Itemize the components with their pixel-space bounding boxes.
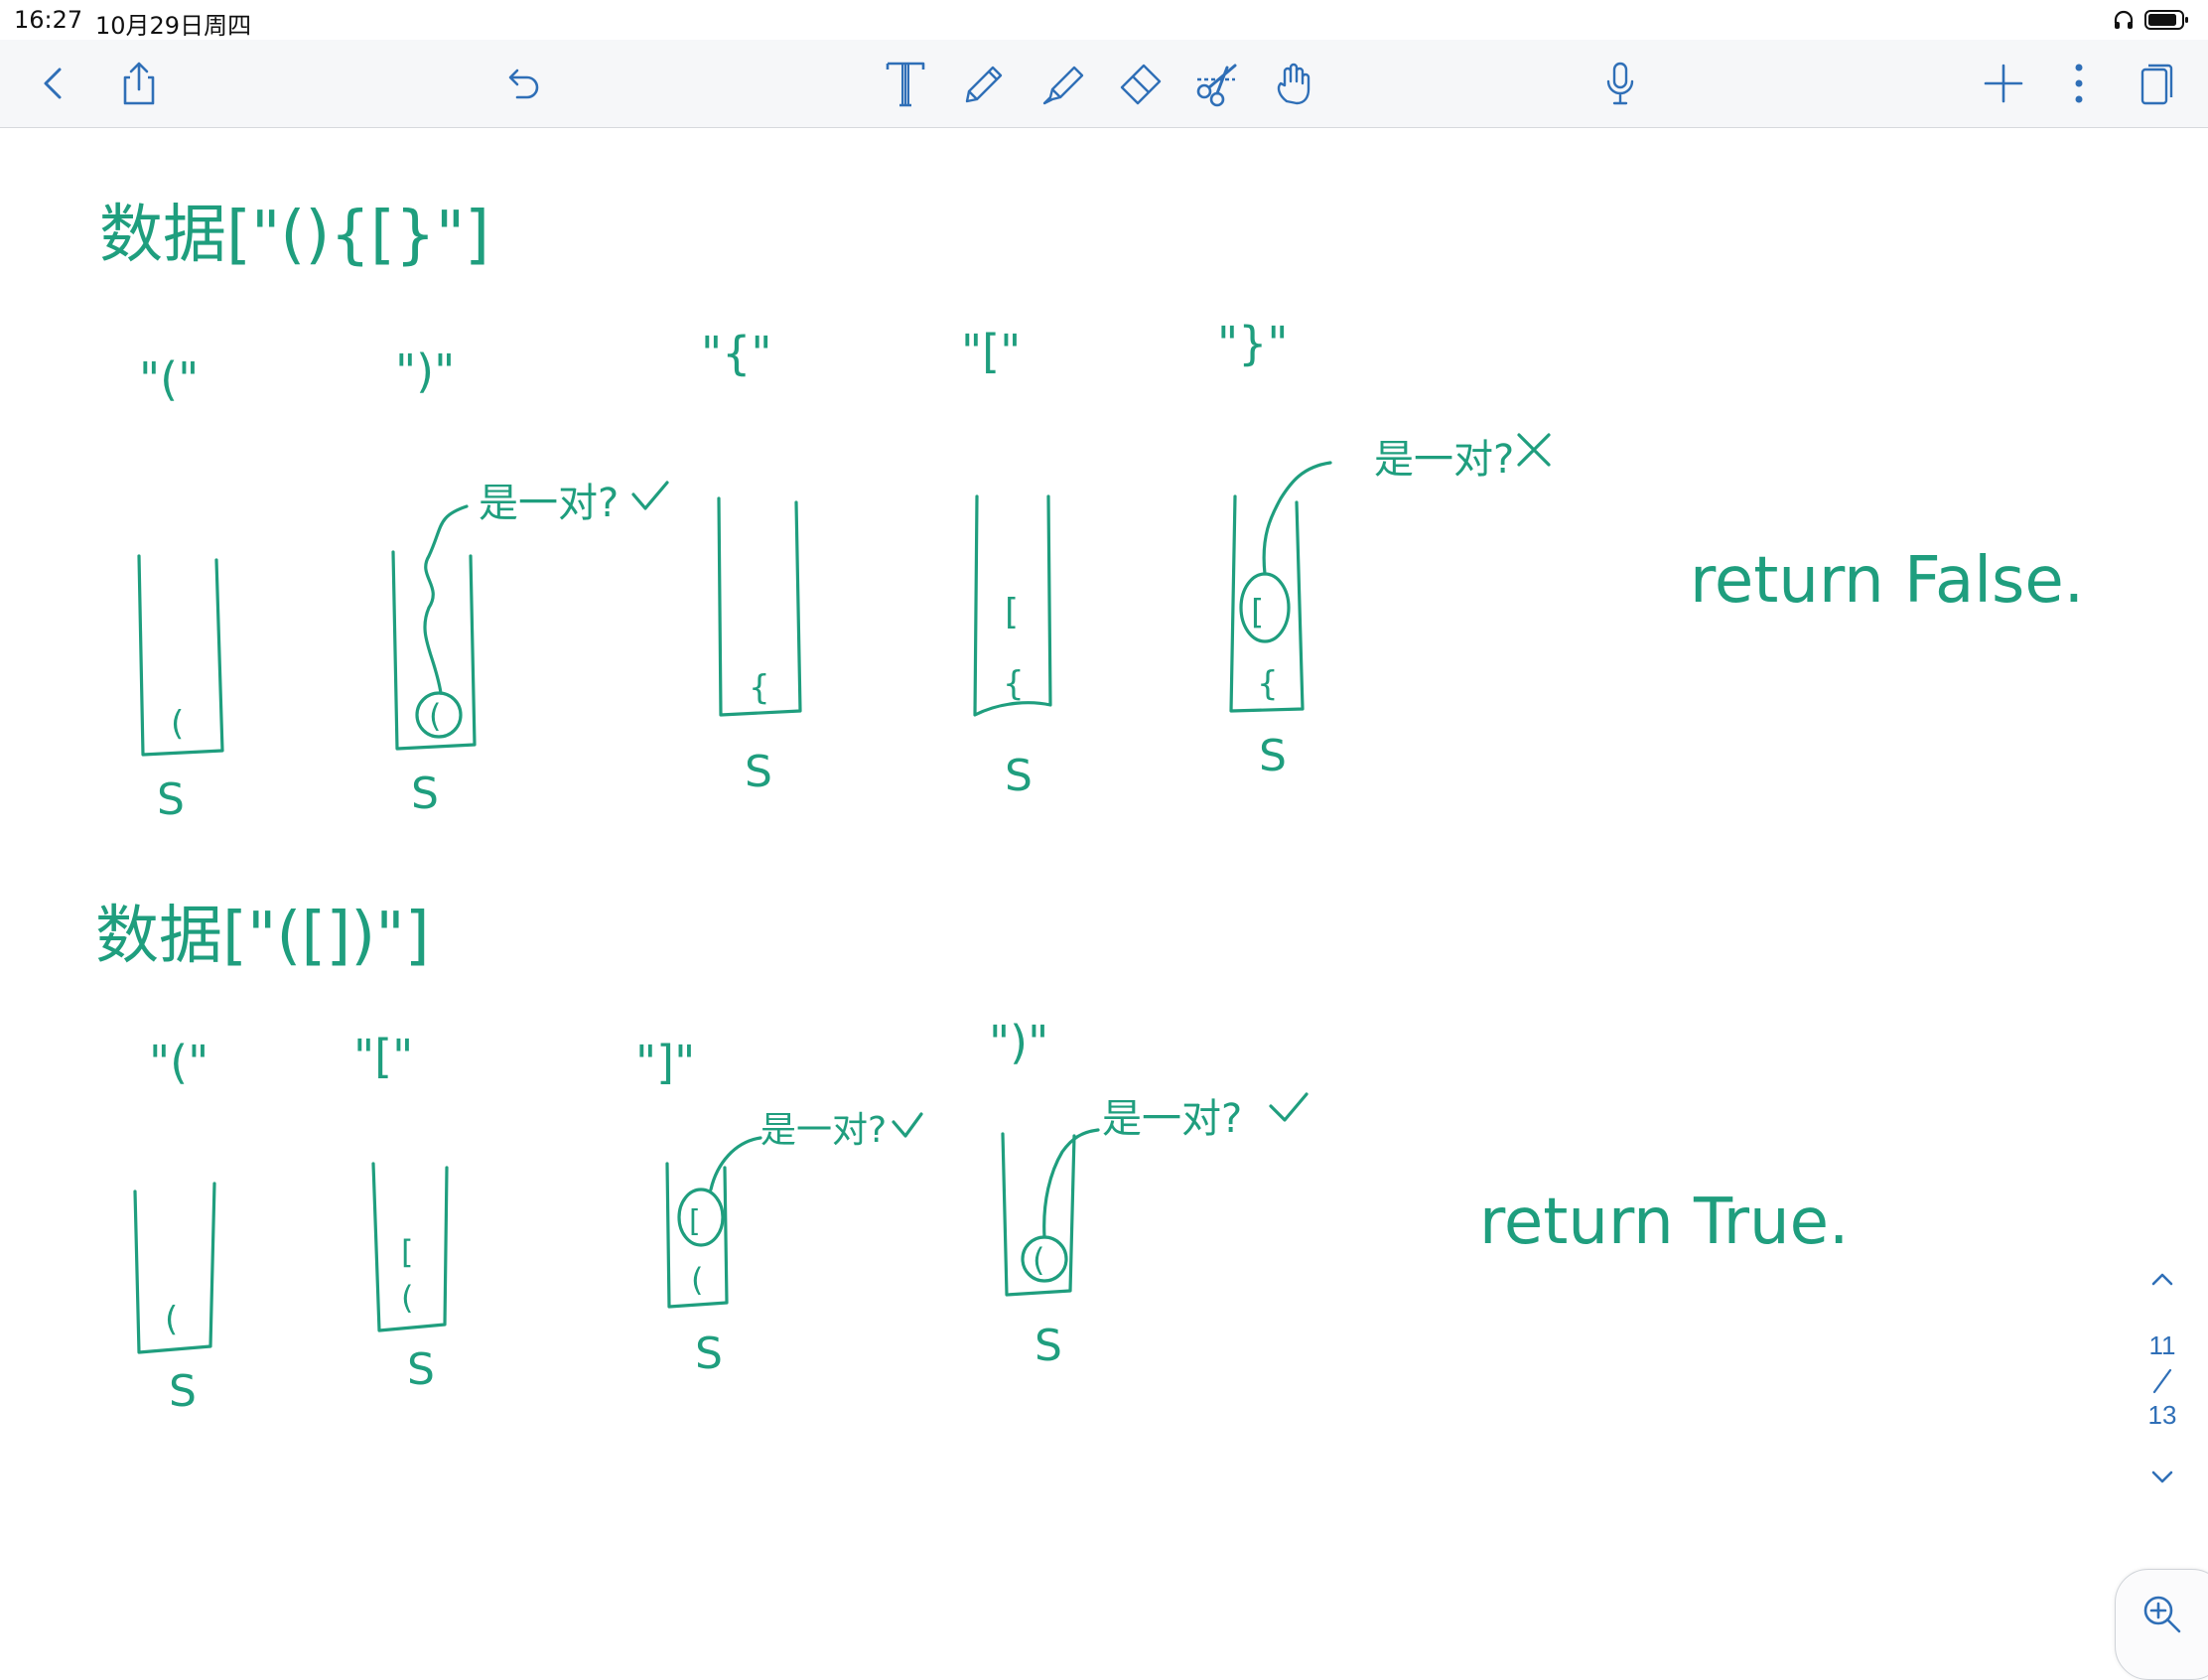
more-vertical-icon [2075, 64, 2083, 103]
battery-icon [2144, 10, 2188, 30]
undo-button[interactable] [491, 54, 551, 113]
toolbar [0, 40, 2208, 128]
chevron-up-icon [2151, 1273, 2173, 1286]
pages-button[interactable] [2127, 54, 2186, 113]
hand-pointer-icon [1277, 63, 1311, 105]
share-icon [123, 62, 155, 105]
more-button[interactable] [2049, 54, 2109, 113]
headphones-icon [2114, 10, 2134, 29]
pages-icon [2140, 64, 2173, 105]
previous-page-button[interactable] [2144, 1261, 2180, 1297]
total-page-number: 13 [2147, 1400, 2177, 1430]
microphone-button[interactable] [1590, 54, 1650, 113]
highlighter-tool-icon [1042, 66, 1084, 105]
status-time: 16:27 [14, 6, 83, 34]
zoom-in-icon [2143, 1596, 2181, 1633]
status-indicators [2113, 6, 2190, 34]
pen-tool-button[interactable] [953, 54, 1013, 113]
eraser-tool-button[interactable] [1110, 54, 1170, 113]
add-page-button[interactable] [1974, 54, 2033, 113]
highlighter-tool-button[interactable] [1033, 54, 1092, 113]
hand-tool-button[interactable] [1265, 54, 1324, 113]
chevron-left-icon [44, 68, 62, 99]
note-canvas[interactable] [0, 128, 2208, 1656]
page-separator [2152, 1368, 2172, 1394]
eraser-tool-icon [1120, 64, 1162, 105]
status-bar: 16:27 10月29日周四 [0, 0, 2208, 40]
microphone-icon [1606, 62, 1634, 105]
lasso-scissors-icon [1196, 64, 1237, 107]
zoom-button[interactable] [2115, 1569, 2208, 1680]
share-button[interactable] [109, 54, 169, 113]
chevron-down-icon [2151, 1470, 2173, 1483]
next-page-button[interactable] [2144, 1460, 2180, 1495]
text-tool-icon [886, 62, 925, 107]
text-tool-button[interactable] [876, 54, 935, 113]
pen-tool-icon [965, 66, 1003, 103]
status-date: 10月29日周四 [95, 12, 252, 40]
add-icon [1984, 64, 2023, 103]
lasso-tool-button[interactable] [1187, 54, 1247, 113]
undo-icon [508, 69, 539, 99]
back-button[interactable] [24, 54, 83, 113]
current-page-number: 11 [2148, 1330, 2176, 1360]
page-navigator: 11 13 [2135, 1261, 2190, 1499]
